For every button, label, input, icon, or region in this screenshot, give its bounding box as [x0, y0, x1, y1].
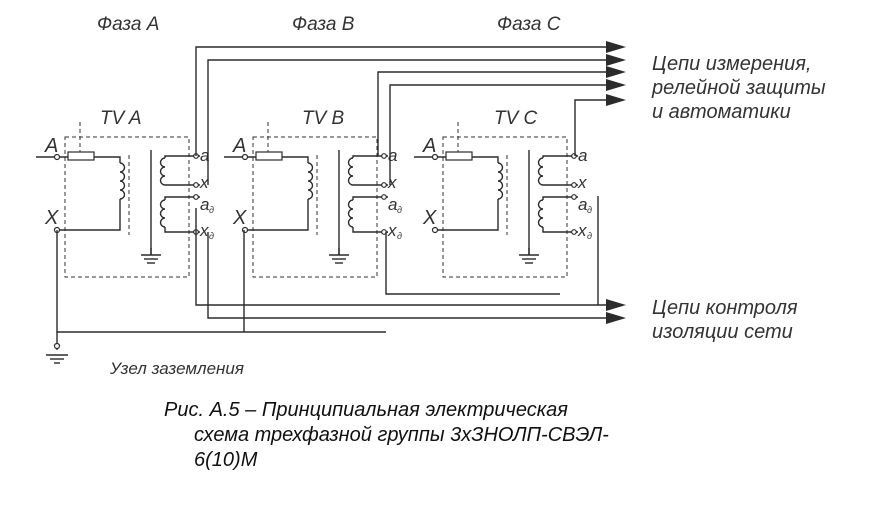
caption-line-2: схема трехфазной группы 3хЗНОЛП-СВЭЛ- [194, 424, 609, 446]
insulation-arrows [606, 299, 626, 324]
output-bus [56, 46, 618, 350]
terminal-a-secondary-label: a [578, 146, 587, 165]
terminal-x-aux-label: x [199, 221, 209, 240]
secondary-terminal-dot [381, 182, 387, 188]
terminal-a-label: A [44, 135, 58, 157]
terminal-a-dot [53, 153, 61, 161]
arrow-head [606, 41, 626, 53]
secondary-terminal-dot [193, 194, 199, 200]
secondary-terminal-dot [381, 153, 387, 159]
tv-c-label: TV C [494, 108, 538, 129]
terminal-x-secondary-label: x [199, 173, 209, 192]
terminal-a-aux-subscript: д [397, 205, 402, 215]
insulation-label-line1: Цепи контроля [652, 297, 798, 319]
terminal-a-aux-subscript: д [587, 205, 592, 215]
housing-outline [64, 136, 190, 278]
arrow-head [606, 66, 626, 78]
terminal-x-secondary-label: x [387, 173, 397, 192]
fuse [445, 151, 473, 161]
terminal-a-aux-label: a [200, 195, 209, 214]
tv-b-label: TV B [302, 108, 345, 129]
secondary-terminal-dot [193, 182, 199, 188]
fuse [67, 151, 95, 161]
fuse [255, 151, 283, 161]
terminal-x-label: X [422, 207, 437, 229]
terminal-x-dot [431, 226, 439, 234]
terminal-x-aux-subscript: д [209, 231, 214, 241]
measurement-label-line2: релейной защиты [651, 77, 826, 99]
measurement-label-line3: и автоматики [652, 101, 791, 123]
ground-node-label: Узел заземления [109, 359, 244, 378]
insulation-label-line2: изоляции сети [652, 321, 793, 343]
tv-a-label: TV A [100, 108, 142, 129]
terminal-x-label: X [232, 207, 247, 229]
terminal-a-dot [431, 153, 439, 161]
phase-a-label: Фаза A [97, 14, 159, 35]
housing-outline [442, 136, 568, 278]
secondary-terminal-dot [571, 229, 577, 235]
terminal-x-label: X [44, 207, 59, 229]
housing-outline [252, 136, 378, 278]
phase-c-label: Фаза C [497, 14, 561, 35]
arrow-head [606, 312, 626, 324]
arrow-head [606, 79, 626, 91]
secondary-terminal-dot [571, 182, 577, 188]
terminal-x-aux-subscript: д [397, 231, 402, 241]
arrow-head [606, 94, 626, 106]
terminal-a-dot [241, 153, 249, 161]
terminal-a-aux-label: a [578, 195, 587, 214]
secondary-terminal-dot [571, 194, 577, 200]
terminal-a-secondary-label: a [200, 146, 209, 165]
terminal-a-secondary-label: a [388, 146, 397, 165]
terminal-a-label: A [422, 135, 436, 157]
arrow-head [606, 54, 626, 66]
caption-line-3: 6(10)М [194, 449, 258, 471]
measurement-arrows [606, 41, 626, 106]
terminal-a-label: A [232, 135, 246, 157]
secondary-terminal-dot [381, 194, 387, 200]
phase-b-label: Фаза B [292, 14, 355, 35]
terminal-a-aux-subscript: д [209, 205, 214, 215]
schematic-diagram: Фаза A Фаза B Фаза C TV A TV B TV C AXax… [36, 14, 826, 378]
terminal-x-aux-label: x [577, 221, 587, 240]
caption-line-1: Рис. А.5 – Принципиальная электрическая [164, 399, 568, 421]
arrow-head [606, 299, 626, 311]
terminal-x-aux-subscript: д [587, 231, 592, 241]
terminal-a-aux-label: a [388, 195, 397, 214]
terminal-x-aux-label: x [387, 221, 397, 240]
ground-symbol [46, 342, 68, 364]
terminal-x-secondary-label: x [577, 173, 587, 192]
figure-caption: Рис. А.5 – Принципиальная электрическая … [164, 398, 724, 473]
measurement-label-line1: Цепи измерения, [652, 53, 811, 75]
